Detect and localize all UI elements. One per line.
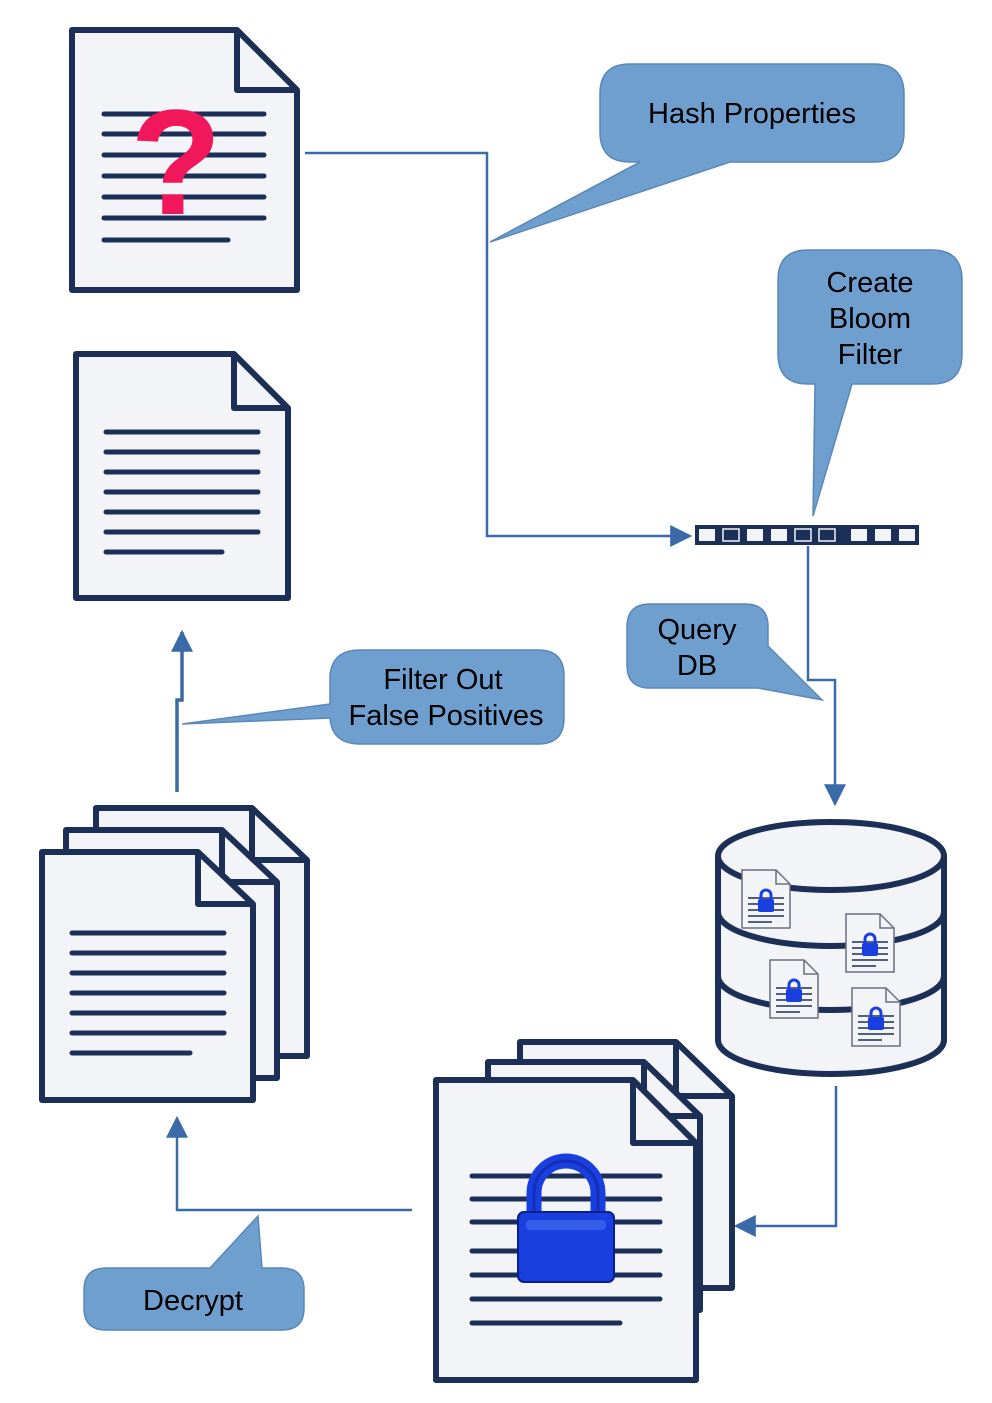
hash-properties-callout: Hash Properties <box>489 63 905 243</box>
padlock-icon <box>517 1153 615 1283</box>
query-document-icon: ? <box>69 27 300 293</box>
decrypted-documents-icon <box>39 805 310 1103</box>
filter-out-label-line-1: Filter Out <box>383 664 502 696</box>
create-bloom-filter-label-line-3: Filter <box>838 339 903 371</box>
decrypt-callout: Decrypt <box>83 1214 305 1331</box>
question-mark: ? <box>130 78 222 246</box>
connectors <box>166 151 846 1237</box>
result-document-icon <box>73 351 291 601</box>
create-bloom-filter-label-line-2: Bloom <box>829 303 911 335</box>
filter-out-label-line-2: False Positives <box>348 700 543 732</box>
filter-connector <box>171 629 193 792</box>
query-db-label-line-1: Query <box>658 614 737 646</box>
encrypted-documents-icon <box>433 1039 735 1383</box>
query-db-callout: Query DB <box>626 603 825 702</box>
create-bloom-filter-label-line-1: Create <box>826 267 913 299</box>
retrieve-connector <box>733 1086 838 1237</box>
query-db-label-line-2: DB <box>677 650 717 682</box>
decrypt-label: Decrypt <box>143 1285 243 1317</box>
create-bloom-filter-callout: Create Bloom Filter <box>777 249 963 517</box>
hash-properties-label: Hash Properties <box>648 98 856 130</box>
database-icon <box>715 819 947 1077</box>
bloom-filter-bit-array-icon <box>695 525 919 545</box>
decrypt-connector <box>166 1115 412 1212</box>
query-connector <box>806 546 846 807</box>
hash-connector <box>305 151 693 547</box>
filter-out-callout: Filter Out False Positives <box>181 649 565 745</box>
